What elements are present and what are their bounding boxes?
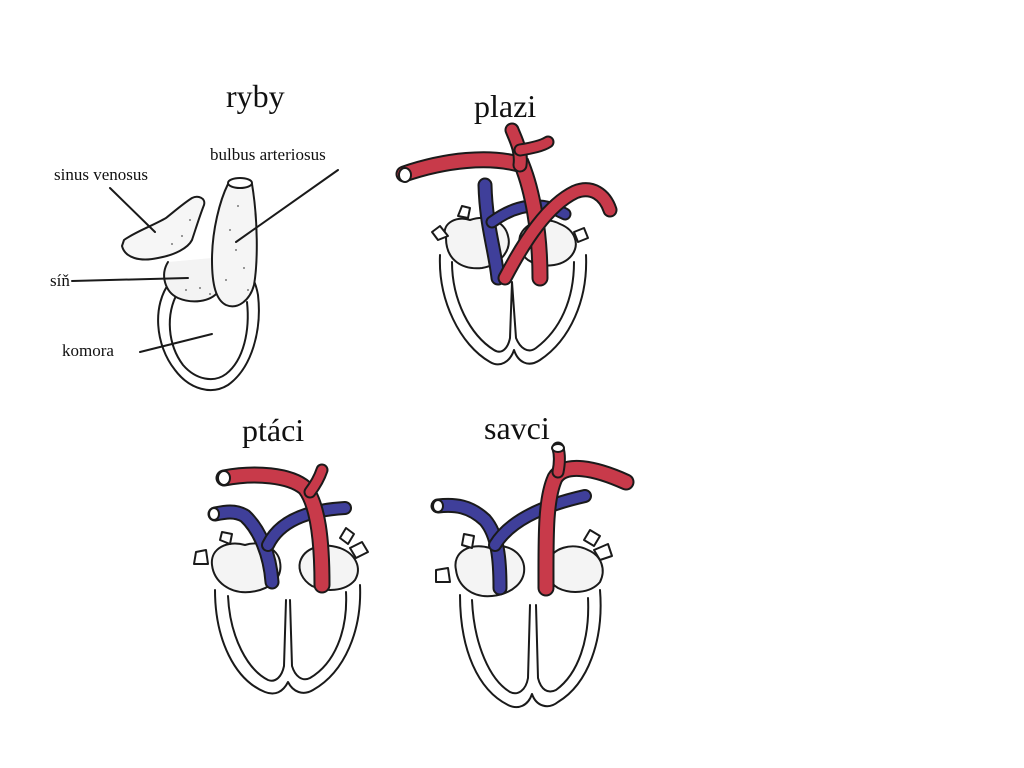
title-mammals: savci	[484, 410, 550, 446]
label-bulbus-arteriosus: bulbus arteriosus	[210, 145, 326, 164]
fish-stipple	[171, 205, 249, 295]
label-sinus-venosus: sinus venosus	[54, 165, 148, 184]
title-birds: ptáci	[242, 412, 305, 448]
label-ventricle: komora	[62, 341, 114, 360]
title-reptiles: plazi	[474, 88, 537, 124]
label-atrium: síň	[50, 271, 70, 290]
title-fish: ryby	[226, 78, 285, 114]
